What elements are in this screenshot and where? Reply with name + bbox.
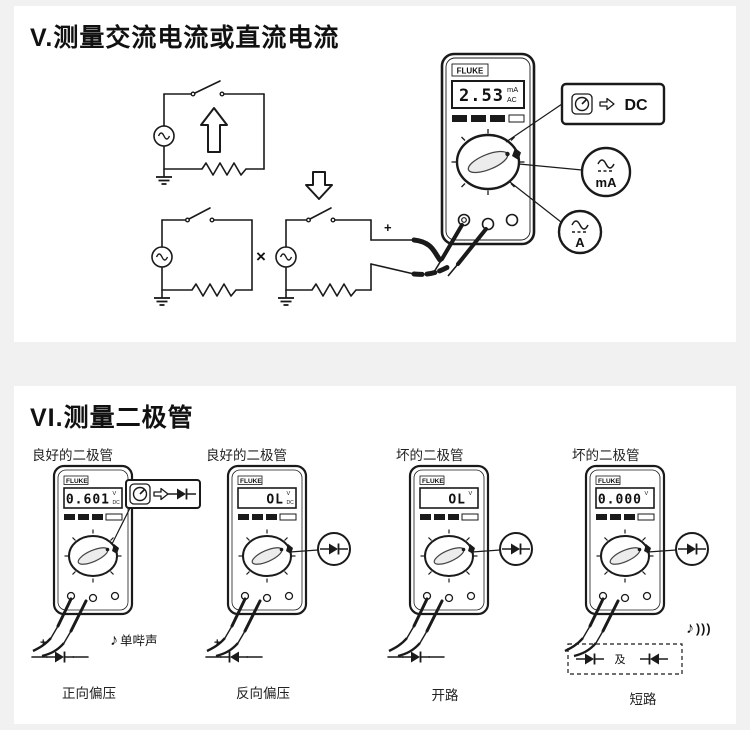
brand-label: FLUKE [422,478,444,485]
diode-test-column-3: 坏的二极管 FLUKE OL V 开路 [382,444,560,722]
diode-under-test: + [205,637,263,664]
diode-under-test [387,650,445,664]
brand-label: FLUKE [240,478,262,485]
lcd-value: OL [448,493,466,508]
lcd-value: 2.53 [459,86,504,106]
beep-label: 单哔声 [120,634,158,648]
circuit-diagram-2: × [151,207,266,306]
a-range-callout: A [509,181,603,255]
lcd-unit2: DC [113,500,121,506]
multimeter-body [387,464,490,658]
plus-mark: + [214,637,220,649]
diode-callout [647,532,709,566]
ma-range-callout: mA [518,146,632,198]
diode-icon-reversed [639,652,669,666]
diode-mode-callout [111,479,201,545]
lcd-display [451,80,525,109]
meter-caption: 坏的二极管 [572,448,640,463]
diode-callout [471,532,533,566]
ac-wave-icon [571,220,589,230]
circuit-diagram-3: + [275,207,415,306]
plus-mark: + [40,637,46,649]
ground-icon [153,289,171,306]
music-note-icon: ♪ [686,620,694,637]
meter-caption: 良好的二极管 [206,448,287,463]
dc-mode-callout: DC [505,82,666,143]
test-lead-red [411,237,443,263]
panel-section-v: V.测量交流电流或直流电流 × [14,6,736,342]
brand-label: FLUKE [457,67,484,76]
diode-under-test: 及 [567,643,683,675]
panel-section-vi: VI.测量二极管 良好的二极管 FLUKE 0.601 V DC + [14,386,736,724]
rotary-dial [451,129,525,195]
section-v-diagram: × + [151,52,666,306]
lcd-unit2: AC [507,97,517,104]
ac-source-icon [151,246,173,268]
circuit-diagram-1 [153,80,265,185]
lcd-unit: V [113,491,117,497]
and-label: 及 [615,654,626,666]
multimeter-diagram: FLUKE 0.601 V DC + [31,464,201,664]
lcd-unit: mA [507,85,518,94]
diode-under-test: + [31,637,89,664]
section-vi-title: VI.测量二极管 [30,404,194,432]
test-result-label: 正向偏压 [62,686,116,701]
ground-icon [155,168,173,185]
music-note-icon: ♪ [110,632,118,649]
ma-label: mA [596,175,618,190]
resistor [311,283,357,297]
test-result-label: 开路 [431,688,459,703]
diode-test-column-1: 良好的二极管 FLUKE 0.601 V DC + ♪单哔声 [26,444,204,722]
ac-source-icon [153,125,175,147]
lcd-value: OL [266,493,284,508]
ac-source-icon [275,246,297,268]
diode-test-column-2: 良好的二极管 FLUKE OL V DC + 反向偏压 [200,444,378,722]
lcd-value: 0.000 [598,493,642,508]
diode-callout [289,532,351,566]
meter-caption: 坏的二极管 [396,448,464,463]
short-circuit-box [567,643,683,675]
sound-waves-icon: ))) [696,622,712,636]
lcd-unit2: DC [287,500,295,506]
multimeter-body [205,464,308,658]
brand-label: FLUKE [598,478,620,485]
ground-icon [277,289,295,306]
plus-mark: + [384,220,392,235]
break-mark: × [256,247,266,266]
beep-indicator: ♪))) [686,620,712,638]
resistor [201,162,247,176]
meter-caption: 良好的二极管 [32,448,113,463]
multimeter-diagram: FLUKE 0.000 V 及 [563,464,709,675]
lcd-unit: V [469,491,473,497]
beep-indicator: ♪单哔声 [110,630,158,650]
down-arrow-icon [305,171,333,200]
resistor [191,283,237,297]
section-v-title: V.测量交流电流或直流电流 [30,24,340,52]
diode-test-column-4: 坏的二极管 FLUKE 0.000 V 及 ♪))) 短路 [558,444,736,722]
brand-label: FLUKE [66,478,88,485]
test-lead-black [411,263,453,277]
multimeter-diagram: FLUKE OL V [387,464,533,664]
lcd-unit: V [645,491,649,497]
ac-wave-icon [597,159,615,169]
multimeter-diagram: FLUKE OL V DC + [205,464,351,664]
test-result-label: 反向偏压 [236,686,290,701]
a-label: A [575,235,585,250]
dc-label: DC [624,97,648,114]
test-result-label: 短路 [629,692,657,707]
lcd-value: 0.601 [66,493,110,508]
lcd-unit: V [287,491,291,497]
multimeter: FLUKE 2.53 mA AC [433,52,536,277]
up-arrow-icon [200,107,228,153]
